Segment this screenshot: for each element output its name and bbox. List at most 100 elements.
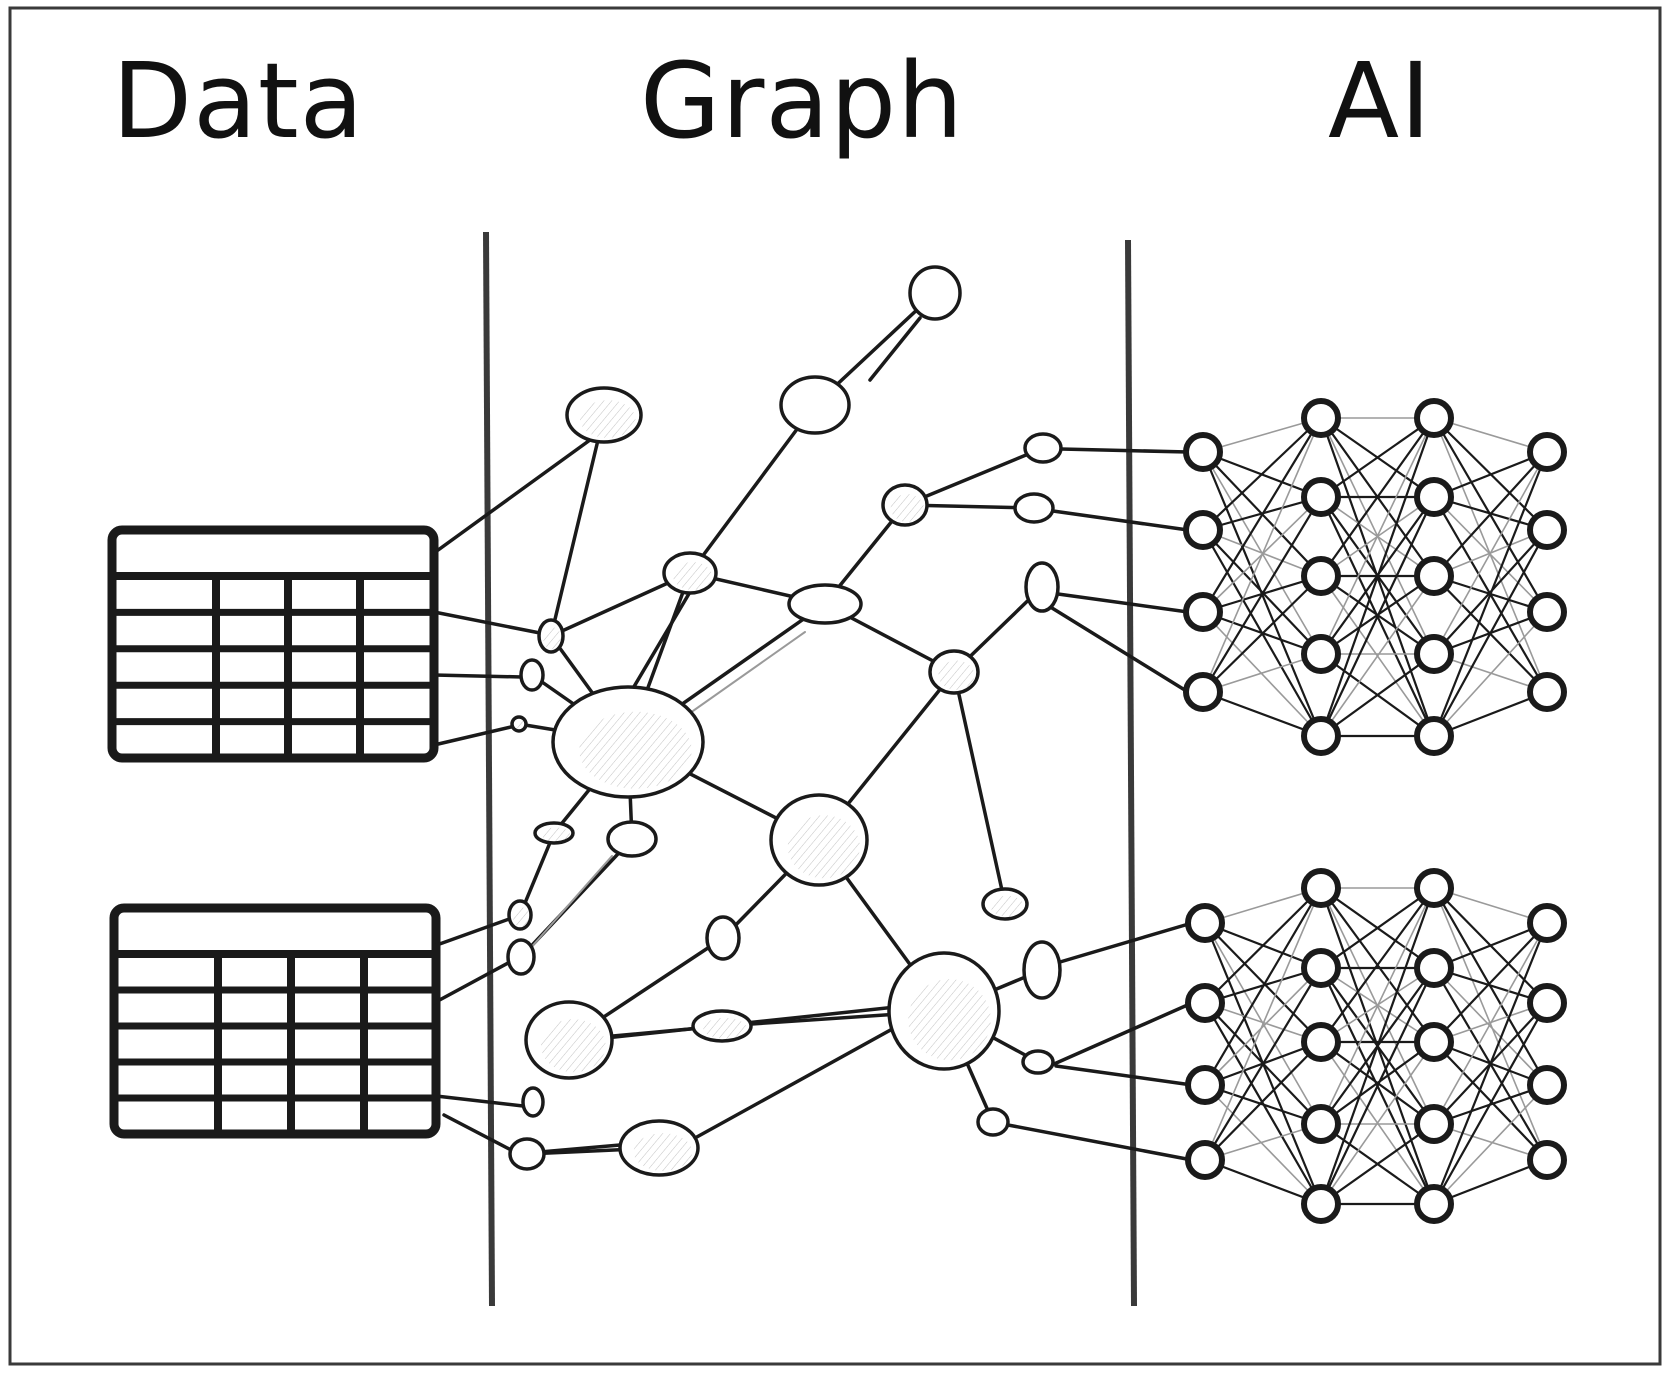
graph-node [928,649,980,695]
graph-edge [693,1020,907,1140]
nn-connection [1433,451,1548,577]
graph-node [606,820,658,858]
nn-connection [1204,1041,1322,1161]
nn-neuron [1183,592,1223,632]
graph-node-circle [606,820,658,858]
graph-node [881,483,929,527]
nn-neurons [1185,868,1567,1224]
graph-node-circle [787,583,863,625]
graph-node-circle [1024,561,1060,613]
nn-connection [1433,451,1548,655]
nn-connection [1433,967,1548,1086]
graph-node [565,386,643,444]
data-table-bottom [109,903,441,1139]
graph-edge [432,960,512,1005]
nn-connection [1319,887,1436,1205]
graph-node [1024,561,1060,613]
nn-neuron [1527,903,1567,943]
graph-edge [432,916,514,948]
nn-connection [1433,922,1548,1043]
nn-connection [1204,922,1322,1043]
nn-connection [1320,575,1435,737]
graph-edge [1051,509,1190,532]
graph-edge [432,724,517,747]
graph-node-shading [514,720,525,730]
nn-neuron [1183,672,1223,712]
graph-section-title: Graph [640,40,965,162]
graph-node [506,938,536,976]
nn-neuron [1301,634,1341,674]
nn-neuron [1414,634,1454,674]
nn-connection [1202,417,1322,693]
nn-connection [1202,417,1322,453]
graph-node-shading [890,494,924,522]
graph-node-shading [990,895,1024,917]
nn-connection [1204,1083,1322,1126]
graph-edge [442,1113,515,1153]
graph-edge [434,1094,525,1108]
data-tables [107,525,441,1139]
graph-node [524,1000,614,1080]
graph-node [769,793,869,887]
neural-network-bottom [1185,868,1567,1224]
graph-edge [1059,447,1190,454]
nn-connection [1202,496,1322,693]
graph-node [908,265,962,321]
nn-neuron [1414,477,1454,517]
graph-node [521,1086,545,1118]
nn-neuron [1185,983,1225,1023]
nn-connection [1433,1002,1548,1205]
nn-connection [1319,417,1436,737]
graph-node [787,583,863,625]
nn-neuron [1527,432,1567,472]
graph-edge [1054,1064,1194,1087]
graph-edge [432,610,542,635]
graph-node [691,1009,753,1043]
graph-edge [432,673,524,679]
graph-node [976,1107,1010,1137]
graph-node [551,685,705,799]
nn-connection [1433,450,1548,499]
graph-node-circle [1021,1049,1055,1075]
graph-edge [1058,921,1194,964]
nn-connection [1433,1041,1548,1161]
nn-neuron [1301,716,1341,756]
outer-frame [8,6,1662,1366]
nn-connection [1320,887,1435,1125]
graph-node [510,715,528,733]
graph-edge [1006,1123,1194,1162]
nn-neuron [1414,868,1454,908]
neural-networks [1183,398,1567,1224]
nn-connection [1320,1123,1435,1205]
graph-node [705,915,741,961]
nn-connection [1204,1084,1322,1205]
graph-edge [1056,592,1190,614]
graph-edge [630,590,692,692]
graph-node [537,618,565,654]
nn-connection [1433,1158,1548,1206]
graph-node-shading [579,400,636,438]
graph-node [618,1119,700,1177]
table-frame [107,525,439,763]
graph-node-shading [673,562,713,590]
graph-node-circle [1022,940,1062,1000]
graph-node [887,951,1001,1071]
nn-connection [1202,417,1322,531]
graph-node [981,887,1029,921]
nn-connections [1201,417,1549,738]
graph-edge [952,670,1007,906]
graph-node-shading [908,979,991,1061]
graph-node-circle [506,938,536,976]
graph-node-circle [1023,432,1063,464]
graph-node-circle [508,1137,546,1171]
divider-right [1125,239,1137,1307]
graph-edge [868,316,922,382]
graph-node-shading [543,627,562,650]
nn-connection [1432,922,1549,1205]
graph-edge [519,855,613,961]
nn-neurons [1183,398,1567,756]
nn-neuron [1527,672,1567,712]
nn-connection [1320,417,1435,655]
nn-connection [1433,529,1548,737]
